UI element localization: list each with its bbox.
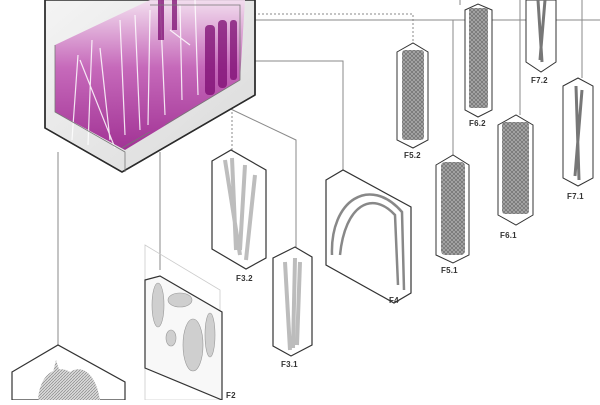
- module-f7-1: [562, 77, 594, 187]
- module-f1: [11, 344, 126, 401]
- dashed-connectors: [190, 13, 414, 150]
- module-f6-2: [464, 3, 493, 118]
- module-f2: [144, 244, 223, 401]
- module-f3-1: [272, 246, 313, 357]
- label-f2: F2: [226, 391, 236, 400]
- module-f4: [325, 169, 412, 304]
- main-volume-assembled-tank: [44, 0, 256, 173]
- label-f6-1: F6.1: [500, 231, 517, 240]
- module-f5-1: [435, 154, 470, 264]
- label-f4: F4: [389, 296, 399, 305]
- label-f5-1: F5.1: [441, 266, 458, 275]
- label-f6-2: F6.2: [469, 119, 486, 128]
- label-f5-2: F5.2: [404, 151, 421, 160]
- label-f7-2: F7.2: [531, 76, 548, 85]
- module-f3-2: [211, 149, 267, 270]
- module-f5-2: [396, 42, 429, 149]
- module-f7-2: [525, 0, 557, 73]
- module-f6-1: [497, 114, 534, 226]
- label-f3-2: F3.2: [236, 274, 253, 283]
- label-f3-1: F3.1: [281, 360, 298, 369]
- label-f7-1: F7.1: [567, 192, 584, 201]
